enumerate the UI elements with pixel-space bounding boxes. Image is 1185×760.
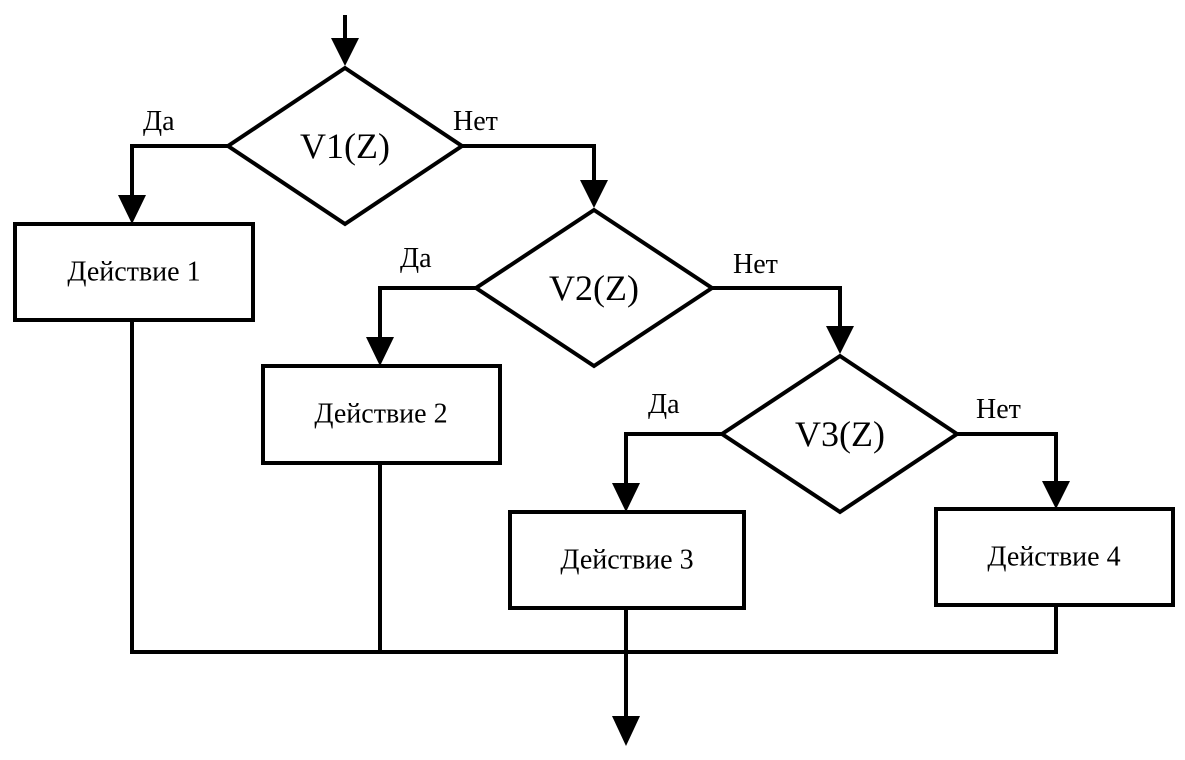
condition-1-no-label: Нет xyxy=(453,106,498,137)
exit-arrowhead xyxy=(612,716,640,746)
condition-2-yes-label: Да xyxy=(400,243,432,274)
condition-3-yes-connector xyxy=(624,432,722,486)
condition-1-yes-label: Да xyxy=(143,106,175,137)
action-2-label: Действие 2 xyxy=(314,399,447,430)
entry-arrowhead xyxy=(331,38,359,66)
condition-3-no-arrowhead xyxy=(1042,481,1070,509)
condition-2-label: V2(Z) xyxy=(549,268,639,308)
condition-3-no-connector xyxy=(957,432,1058,483)
condition-3-no-label: Нет xyxy=(976,394,1021,425)
condition-3-label: V3(Z) xyxy=(795,414,885,454)
condition-3-diamond xyxy=(718,353,961,515)
condition-3-yes-arrowhead xyxy=(612,483,640,512)
condition-2-no-arrowhead xyxy=(826,326,854,354)
action-1-box xyxy=(13,222,255,322)
condition-1-no-arrowhead xyxy=(580,180,608,208)
action-4-label: Действие 4 xyxy=(987,542,1120,573)
condition-3-yes-label: Да xyxy=(648,389,680,420)
condition-1-label: V1(Z) xyxy=(300,126,390,166)
action-2-box xyxy=(261,364,502,465)
condition-2-diamond xyxy=(472,207,716,369)
condition-2-no-connector xyxy=(712,286,842,328)
condition-1-yes-connector xyxy=(130,144,228,198)
action-1-label: Действие 1 xyxy=(67,257,200,288)
action-4-box xyxy=(934,507,1175,607)
condition-2-yes-arrowhead xyxy=(366,337,394,366)
condition-1-no-connector xyxy=(462,144,596,182)
condition-2-no-label: Нет xyxy=(733,249,778,280)
condition-2-yes-connector xyxy=(378,286,476,340)
condition-1-yes-arrowhead xyxy=(118,195,146,224)
action-3-label: Действие 3 xyxy=(560,545,693,576)
condition-1-diamond xyxy=(224,65,466,227)
